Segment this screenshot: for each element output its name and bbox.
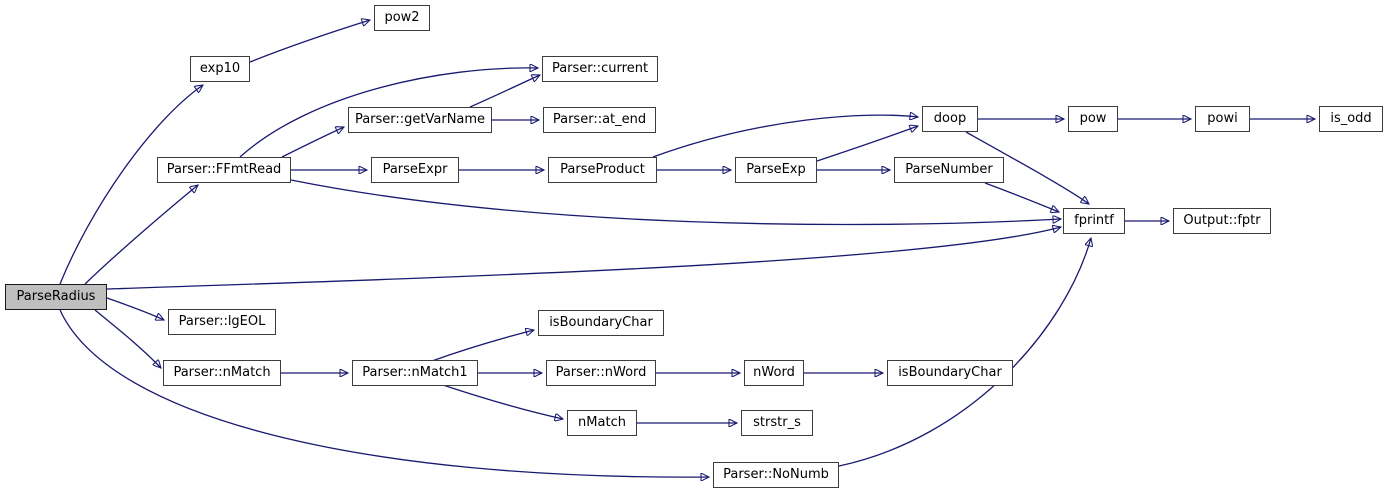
node-parser-nmatch[interactable]: Parser::nMatch	[163, 360, 281, 386]
node-parser-lgeol[interactable]: Parser::lgEOL	[168, 309, 276, 335]
edge-nmatch1-nmatch	[442, 384, 563, 419]
node-exp10[interactable]: exp10	[190, 56, 250, 82]
edge-nmatch1-isboundarychar	[431, 330, 534, 362]
edge-parseexp-doop	[816, 126, 918, 162]
node-fprintf[interactable]: fprintf	[1063, 208, 1125, 234]
node-parser-nword[interactable]: Parser::nWord	[546, 360, 656, 386]
edge-parseradius-nonumb	[59, 309, 709, 477]
edge-exp10-pow2	[249, 20, 370, 63]
node-parseradius[interactable]: ParseRadius	[5, 284, 107, 310]
node-pow2[interactable]: pow2	[374, 5, 430, 31]
node-is-odd[interactable]: is_odd	[1319, 106, 1383, 132]
node-parseproduct[interactable]: ParseProduct	[548, 157, 657, 183]
node-doop[interactable]: doop	[922, 106, 978, 132]
edge-nonumb-fprintf	[838, 238, 1091, 467]
node-parser-nmatch1[interactable]: Parser::nMatch1	[352, 360, 478, 386]
edge-ffmtread-fprintf	[290, 179, 1061, 226]
edge-parseradius-exp10	[59, 85, 203, 285]
node-parseexp[interactable]: ParseExp	[735, 157, 817, 183]
edge-doop-fprintf	[965, 131, 1089, 204]
node-isboundarychar-2[interactable]: isBoundaryChar	[887, 360, 1013, 386]
node-powi[interactable]: powi	[1195, 106, 1250, 132]
edge-parseradius-fprintf	[106, 227, 1061, 290]
node-parser-nonumb[interactable]: Parser::NoNumb	[713, 462, 839, 488]
node-parser-current[interactable]: Parser::current	[542, 56, 658, 82]
edge-parsenumber-fprintf	[984, 182, 1059, 212]
node-nmatch[interactable]: nMatch	[567, 410, 637, 436]
node-parseexpr[interactable]: ParseExpr	[371, 157, 459, 183]
edge-getvarname-current	[469, 75, 540, 108]
node-pow[interactable]: pow	[1068, 106, 1118, 132]
edge-parseradius-nmatch	[94, 309, 161, 368]
edge-ffmtread-getvarname	[281, 127, 344, 158]
edge-parseradius-lgeol	[106, 297, 164, 320]
node-parser-getvarname[interactable]: Parser::getVarName	[348, 107, 492, 133]
node-parsenumber[interactable]: ParseNumber	[894, 157, 1004, 183]
edge-parseradius-ffmtread	[84, 185, 198, 285]
node-parser-ffmtread[interactable]: Parser::FFmtRead	[157, 157, 291, 183]
node-strstr-s[interactable]: strstr_s	[741, 410, 813, 436]
node-nword[interactable]: nWord	[744, 360, 804, 386]
edge-parseproduct-doop	[652, 115, 918, 158]
node-isboundarychar-1[interactable]: isBoundaryChar	[538, 310, 664, 336]
node-output-fptr[interactable]: Output::fptr	[1173, 208, 1271, 234]
node-parser-at-end[interactable]: Parser::at_end	[543, 107, 656, 133]
edge-ffmtread-current	[239, 68, 538, 158]
